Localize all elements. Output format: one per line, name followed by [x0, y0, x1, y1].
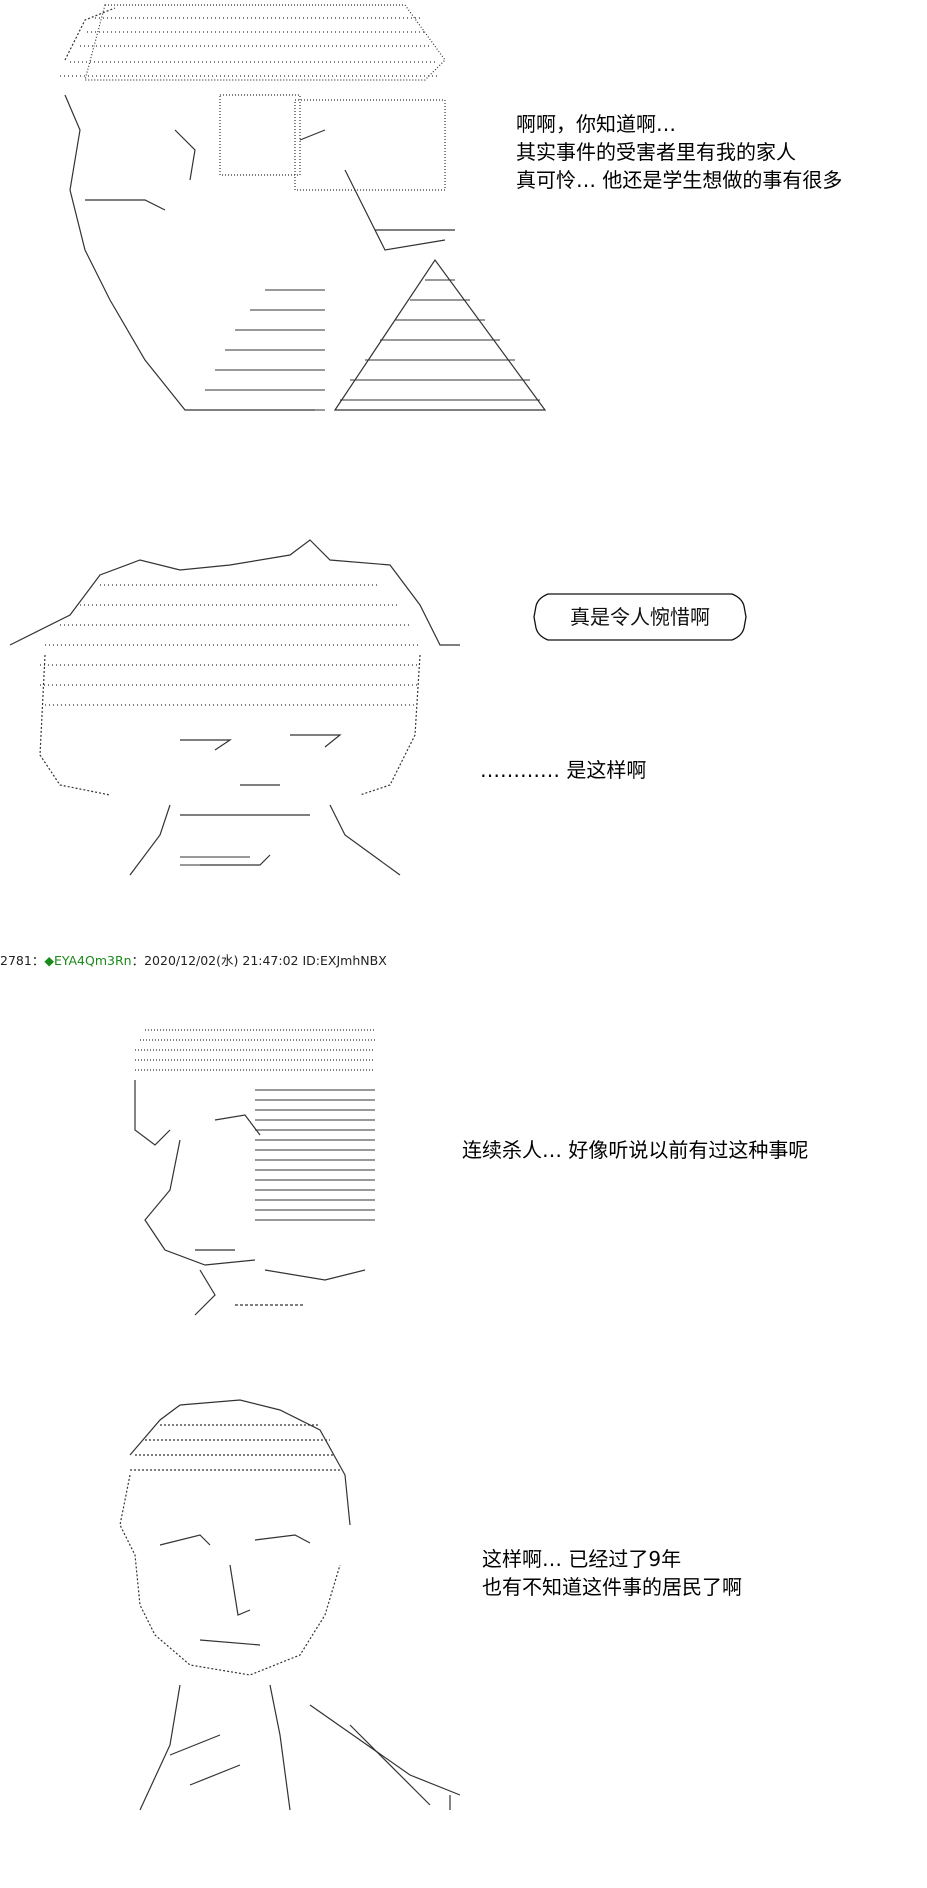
post-trip[interactable]: ◆EYA4Qm3Rn [44, 953, 132, 968]
post-id: ID:EXJmhNBX [302, 953, 387, 968]
post-separator: ： [31, 953, 45, 968]
post-header: 2781：◆EYA4Qm3Rn：2020/12/02(水) 21:47:02 I… [0, 952, 387, 970]
panel4-dialog: 这样啊… 已经过了9年 也有不知道这件事的居民了啊 [482, 1545, 742, 1601]
ascii-art-man-side-profile [125, 1020, 385, 1320]
dialog-line: 其实事件的受害者里有我的家人 [516, 140, 796, 164]
dialog-line: 也有不知道这件事的居民了啊 [482, 1575, 742, 1599]
dialog-line: 连续杀人… 好像听说以前有过这种事呢 [462, 1138, 809, 1162]
ascii-art-man-glasses-suit [25, 0, 555, 430]
speech-bubble: 真是令人惋惜啊 [530, 592, 750, 642]
panel2-dialog: ………… 是这样啊 [480, 756, 646, 784]
panel1-dialog: 啊啊，你知道啊… 其实事件的受害者里有我的家人 真可怜… 他还是学生想做的事有很… [516, 110, 842, 194]
post-date: ：2020/12/02(水) 21:47:02 [131, 953, 299, 968]
post-number: 2781 [0, 953, 32, 968]
panel3-dialog: 连续杀人… 好像听说以前有过这种事呢 [462, 1136, 808, 1164]
dialog-line: 这样啊… 已经过了9年 [482, 1547, 682, 1571]
ascii-art-boy-messy-hair [0, 535, 470, 885]
dialog-line: 啊啊，你知道啊… [516, 112, 676, 136]
bubble-text: 真是令人惋惜啊 [570, 605, 710, 629]
dialog-line: 真可怜… 他还是学生想做的事有很多 [516, 168, 843, 192]
ascii-art-man-short-hair [110, 1395, 470, 1815]
dialog-line: ………… 是这样啊 [480, 758, 647, 782]
